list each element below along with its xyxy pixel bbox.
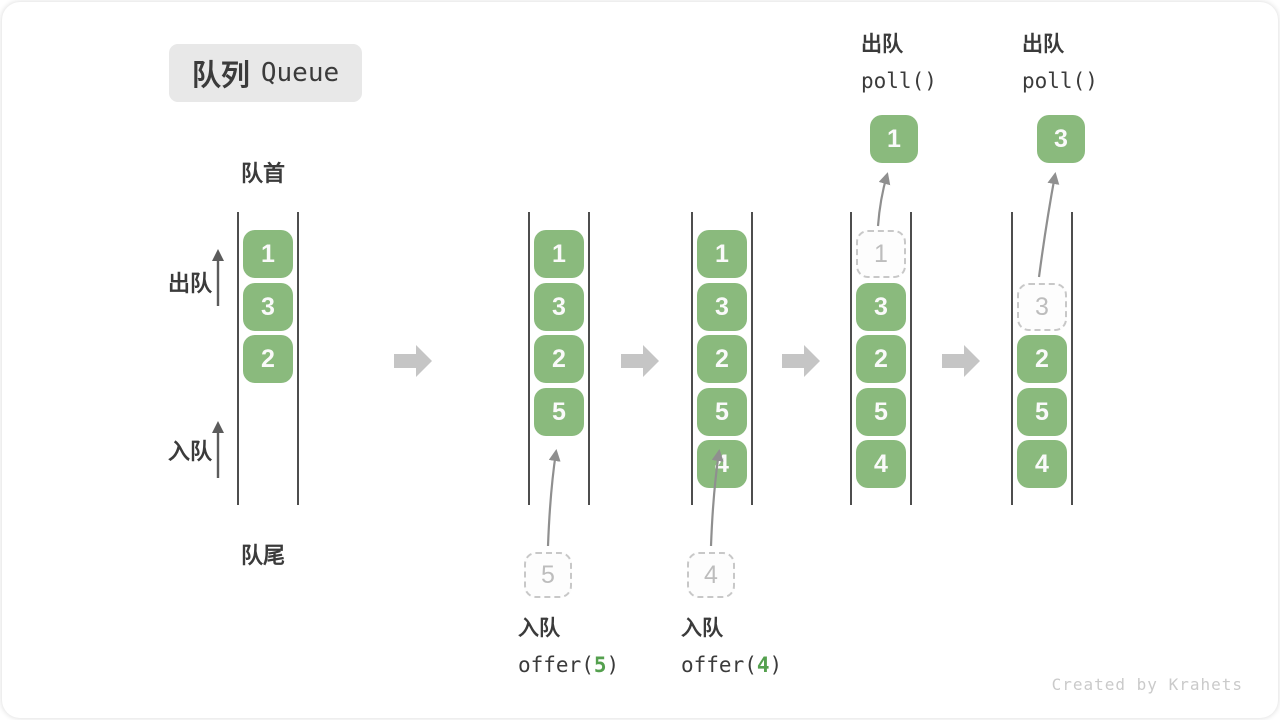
queue-wall-right [751,212,753,505]
queue-cell: 4 [856,440,906,488]
code-post: ) [606,653,620,677]
operation-label-zh: 入队 [681,617,723,640]
queue-cell: 2 [697,335,747,383]
queue-cell-removed: 3 [1017,283,1067,331]
queue-cell: 3 [534,283,584,331]
label-dequeue: 出队 [168,271,213,296]
code-post: ) [769,653,783,677]
operation-code: poll() [1022,69,1098,93]
operation-label-enqueue: 入队 offer(5) [518,612,619,677]
operation-label-dequeue: 出队 poll() [861,28,937,93]
operation-label-zh: 入队 [518,617,560,640]
label-enqueue: 入队 [168,439,213,464]
queue-wall-right [1071,212,1073,505]
operation-label-zh: 出队 [861,33,903,56]
queue-wall-left [1011,212,1013,505]
queue-cell: 3 [697,283,747,331]
code-arg: 5 [593,653,607,677]
queue-wall-right [297,212,299,505]
transition-arrow-icon [782,345,820,377]
queue-wall-left [850,212,852,505]
queue-cell: 5 [856,388,906,436]
queue-wall-right [588,212,590,505]
queue-cell: 3 [856,283,906,331]
queue-cell: 2 [534,335,584,383]
label-queue-front: 队首 [240,161,286,186]
queue-wall-left [691,212,693,505]
queue-cell-staged: 4 [687,552,735,598]
queue-cell: 2 [856,335,906,383]
code-arg: 4 [756,653,770,677]
queue-cell: 2 [1017,335,1067,383]
poll-remove-arrow-icon [876,172,891,227]
transition-arrow-icon [942,345,980,377]
transition-arrow-icon [621,345,659,377]
operation-label-enqueue: 入队 offer(4) [681,612,782,677]
operation-label-zh: 出队 [1022,33,1064,56]
queue-wall-right [910,212,912,505]
queue-wall-left [528,212,530,505]
queue-wall-left [237,212,239,505]
enqueue-insert-arrow-icon [546,449,561,547]
code-pre: offer( [518,653,594,677]
queue-cell-staged: 5 [524,552,572,598]
queue-cell: 3 [243,283,293,331]
queue-cell: 1 [243,230,293,278]
queue-cell: 1 [534,230,584,278]
queue-cell: 4 [1017,440,1067,488]
operation-label-dequeue: 出队 poll() [1022,28,1098,93]
watermark: Created by Krahets [1051,675,1243,694]
queue-cell: 5 [534,388,584,436]
queue-cell: 2 [243,335,293,383]
queue-cell: 5 [1017,388,1067,436]
diagram-title: 队列 Queue [169,44,362,102]
operation-code: poll() [861,69,937,93]
code-pre: offer( [681,653,757,677]
popped-cell: 1 [870,115,918,163]
label-queue-rear: 队尾 [240,543,286,568]
queue-cell: 5 [697,388,747,436]
popped-cell: 3 [1037,115,1085,163]
queue-cell: 1 [697,230,747,278]
transition-arrow-icon [394,345,432,377]
queue-cell-removed: 1 [856,230,906,278]
title-zh: 队列 [191,60,250,92]
poll-remove-arrow-icon [1037,172,1060,278]
queue-cell: 4 [697,440,747,488]
operation-code: offer(5) [518,653,619,677]
operation-code: offer(4) [681,653,782,677]
title-en: Queue [260,58,340,88]
